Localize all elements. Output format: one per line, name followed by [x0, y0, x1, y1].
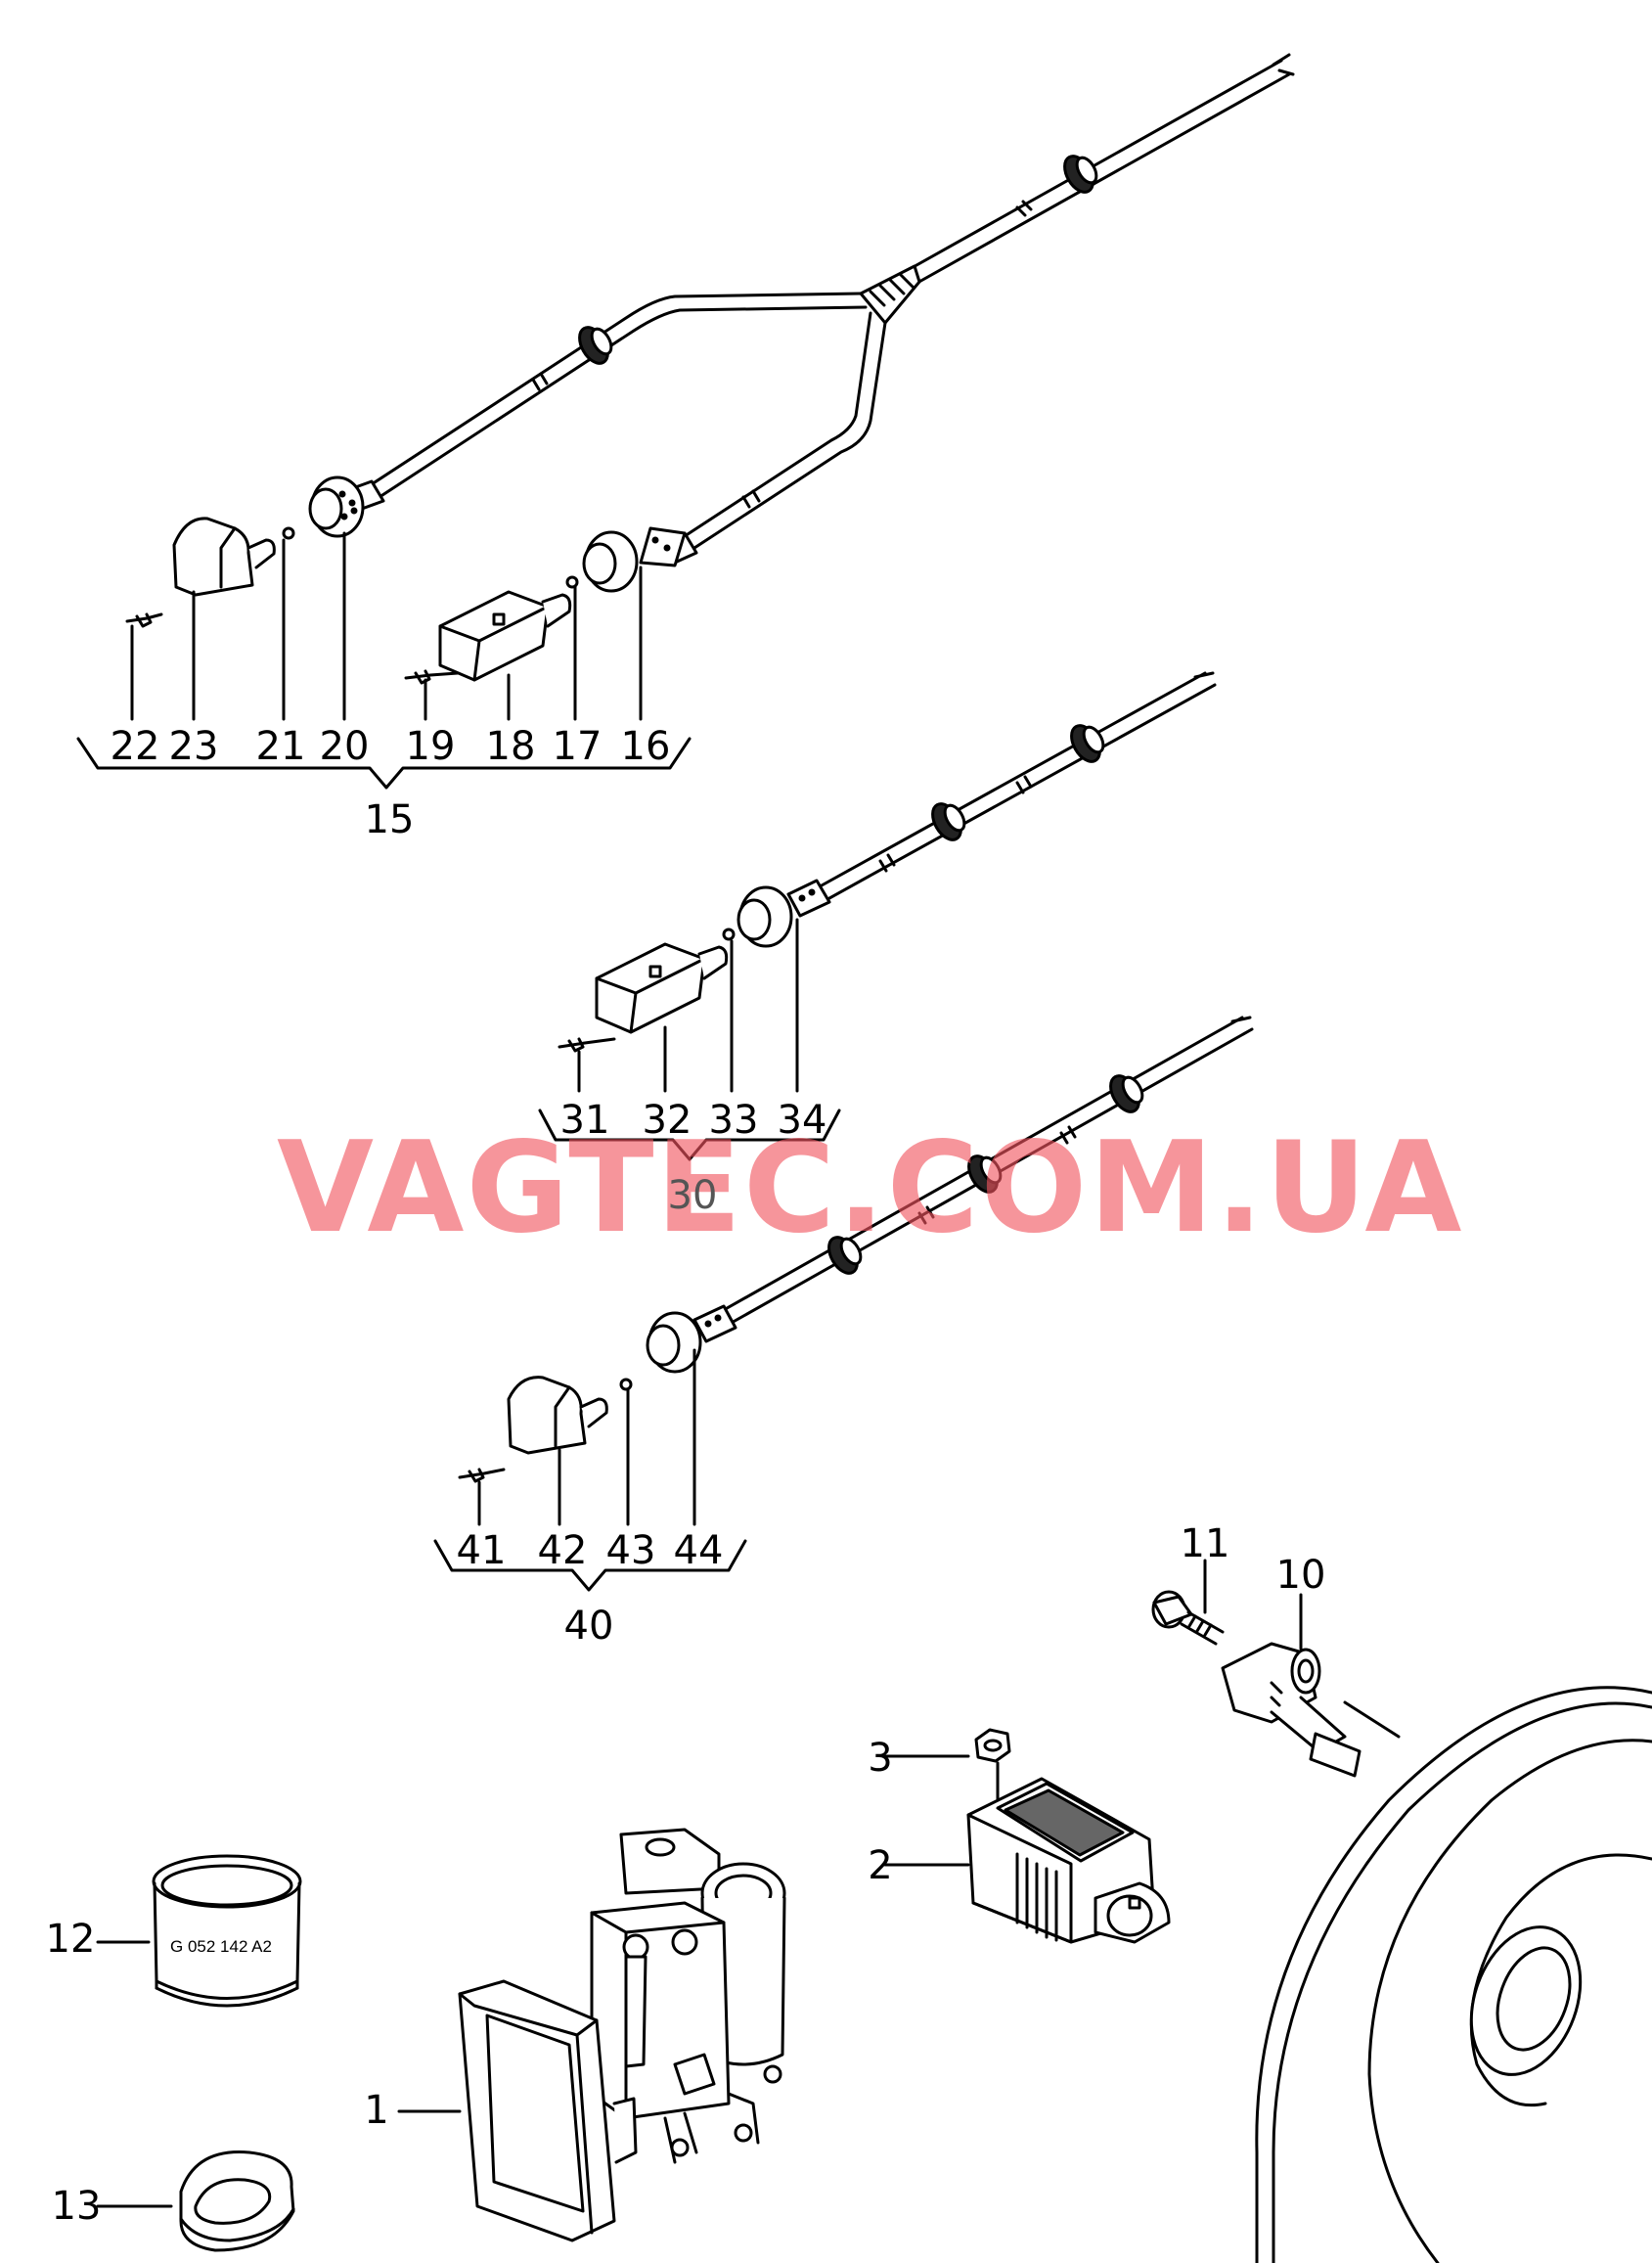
- hydraulic-unit: [397, 1828, 786, 2242]
- watermark-text: VAGTEC.COM.UA: [277, 1115, 1464, 1261]
- callout-43: 43: [605, 1528, 656, 1573]
- callout-1: 1: [364, 2088, 389, 2133]
- connector-housing-icon: [438, 590, 572, 682]
- wiring-harness-15: [76, 53, 1295, 790]
- callout-44: 44: [673, 1528, 724, 1573]
- terminal-pin-icon: [125, 612, 163, 628]
- connector-boot-icon: [646, 1304, 737, 1374]
- callout-42: 42: [537, 1528, 588, 1573]
- callout-30: 30: [667, 1173, 718, 1218]
- callout-10: 10: [1275, 1553, 1326, 1598]
- callout-20: 20: [319, 724, 370, 769]
- wiring-harness-40: [433, 1016, 1254, 1592]
- callout-13: 13: [51, 2184, 102, 2229]
- grommet-icon: [1070, 724, 1105, 763]
- brake-disc: [1255, 1686, 1652, 2263]
- abs-control-unit-icon: [458, 1828, 786, 2242]
- callout-18: 18: [485, 724, 536, 769]
- grommet: [96, 2150, 295, 2252]
- bolt-icon: [1151, 1590, 1225, 1646]
- terminal-pin-icon: [458, 1468, 506, 1483]
- callout-32: 32: [642, 1098, 692, 1143]
- callout-15: 15: [364, 797, 415, 842]
- connector-boot-icon: [737, 879, 831, 948]
- grommet-icon: [179, 2150, 295, 2252]
- brake-disc-icon: [1255, 1686, 1652, 2263]
- bolt: [1151, 1559, 1225, 1646]
- callout-41: 41: [456, 1528, 507, 1573]
- grommet-icon: [578, 326, 613, 365]
- callout-12: 12: [45, 1917, 96, 1962]
- connector-boot-icon: [582, 526, 698, 593]
- callout-23: 23: [168, 724, 219, 769]
- sensor-module-icon: [966, 1777, 1171, 1944]
- callout-33: 33: [708, 1098, 759, 1143]
- grommet-icon: [1109, 1074, 1144, 1113]
- connector-housing-icon: [595, 942, 729, 1034]
- callout-19: 19: [405, 724, 456, 769]
- callout-22: 22: [110, 724, 160, 769]
- callout-11: 11: [1180, 1521, 1230, 1566]
- filter-part-number: G 052 142 A2: [170, 1937, 272, 1956]
- filter-cartridge-icon: G 052 142 A2: [152, 1854, 302, 2008]
- connector-boot-icon: [308, 475, 385, 538]
- oil-filter: G 052 142 A2: [96, 1854, 302, 2008]
- nut-icon: [974, 1728, 1011, 1763]
- grommet-icon: [967, 1154, 1003, 1194]
- connector-housing-icon: [507, 1376, 608, 1455]
- callout-17: 17: [552, 724, 603, 769]
- callout-3: 3: [868, 1736, 893, 1781]
- grommet-icon: [1063, 155, 1098, 194]
- terminal-pin-icon: [404, 669, 460, 685]
- callout-16: 16: [620, 724, 671, 769]
- yaw-rate-sensor: [883, 1777, 1171, 1944]
- wiring-harness-30: [538, 671, 1217, 1161]
- callout-31: 31: [559, 1098, 610, 1143]
- terminal-pin-icon: [558, 1037, 616, 1053]
- speed-sensor-icon: [1221, 1642, 1362, 1778]
- grommet-icon: [931, 802, 966, 841]
- callout-34: 34: [777, 1098, 827, 1143]
- callout-21: 21: [255, 724, 306, 769]
- callout-40: 40: [563, 1604, 614, 1649]
- grommet-icon: [827, 1236, 863, 1275]
- connector-housing-icon: [172, 517, 276, 597]
- wheel-speed-sensor: [1221, 1593, 1401, 1778]
- callout-2: 2: [868, 1843, 893, 1888]
